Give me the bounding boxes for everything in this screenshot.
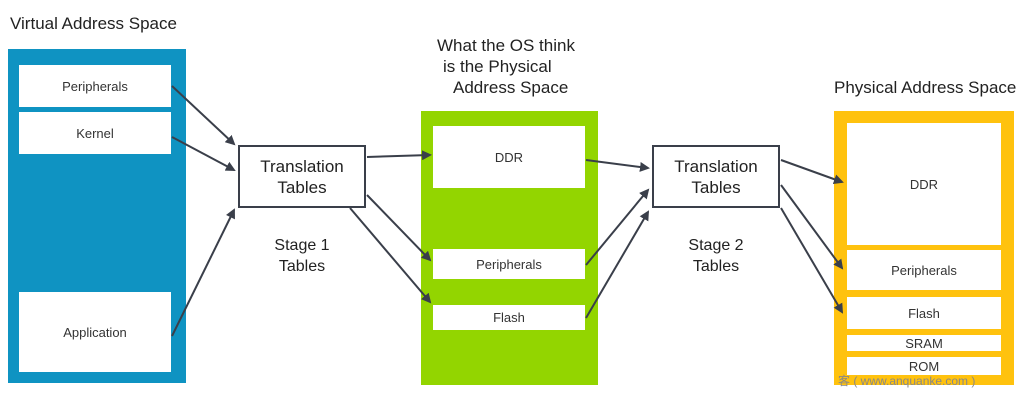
arrow-ipa-peripherals-to-stage2 xyxy=(585,188,650,266)
stage1-label: Stage 1 Tables xyxy=(262,235,342,277)
stage1-box-line1: Translation xyxy=(260,156,344,176)
ipa-region-flash: Flash xyxy=(433,305,585,330)
physical-region-ddr: DDR xyxy=(847,123,1001,245)
stage2-label-line1: Stage 2 xyxy=(688,237,744,254)
virtual-region-application: Application xyxy=(19,292,171,372)
ipa-region-ddr: DDR xyxy=(433,126,585,188)
arrow-kernel-to-stage1 xyxy=(171,136,236,171)
arrow-stage1-to-ipa-peripherals xyxy=(366,194,432,262)
ipa-region-peripherals: Peripherals xyxy=(433,249,585,279)
physical-address-space: DDR Peripherals Flash SRAM ROM xyxy=(834,111,1014,385)
physical-region-sram: SRAM xyxy=(847,335,1001,351)
arrow-application-to-stage1 xyxy=(171,208,235,337)
physical-region-rom: ROM xyxy=(847,357,1001,375)
virtual-address-space: Peripherals Kernel Application xyxy=(8,49,186,383)
physical-space-title: Physical Address Space xyxy=(834,78,1017,97)
arrow-peripherals-to-stage1 xyxy=(171,85,236,146)
virtual-space-title: Virtual Address Space xyxy=(10,14,177,33)
stage2-translation-tables: Translation Tables xyxy=(652,145,780,208)
arrow-stage1-to-ipa-flash xyxy=(349,207,432,304)
stage1-label-line2: Tables xyxy=(278,258,326,275)
stage2-box-line1: Translation xyxy=(674,156,758,176)
arrow-stage2-to-phys-flash xyxy=(780,207,844,314)
physical-region-peripherals: Peripherals xyxy=(847,250,1001,290)
stage2-label-line2: Tables xyxy=(692,258,740,275)
stage1-translation-tables: Translation Tables xyxy=(238,145,366,208)
ipa-space-title-line2: is the Physical xyxy=(443,57,552,76)
stage1-label-line1: Stage 1 xyxy=(274,237,330,254)
ipa-space-title-line1: What the OS think xyxy=(437,36,575,55)
arrow-stage2-to-phys-ddr xyxy=(780,159,844,184)
physical-region-flash: Flash xyxy=(847,297,1001,329)
watermark: 客 ( www.anquanke.com ) xyxy=(838,374,976,388)
stage1-box-line2: Tables xyxy=(277,177,327,197)
stage2-box-line2: Tables xyxy=(691,177,741,197)
arrow-ipa-flash-to-stage2 xyxy=(585,210,650,319)
virtual-region-kernel: Kernel xyxy=(19,112,171,154)
ipa-space-title-line3: Address Space xyxy=(453,78,569,97)
arrow-ipa-ddr-to-stage2 xyxy=(585,159,650,172)
stage2-label: Stage 2 Tables xyxy=(676,235,756,277)
ipa-address-space: DDR Peripherals Flash xyxy=(421,111,598,385)
arrow-stage1-to-ipa-ddr xyxy=(366,150,432,161)
virtual-region-peripherals: Peripherals xyxy=(19,65,171,107)
arrow-stage2-to-phys-peripherals xyxy=(780,184,844,270)
